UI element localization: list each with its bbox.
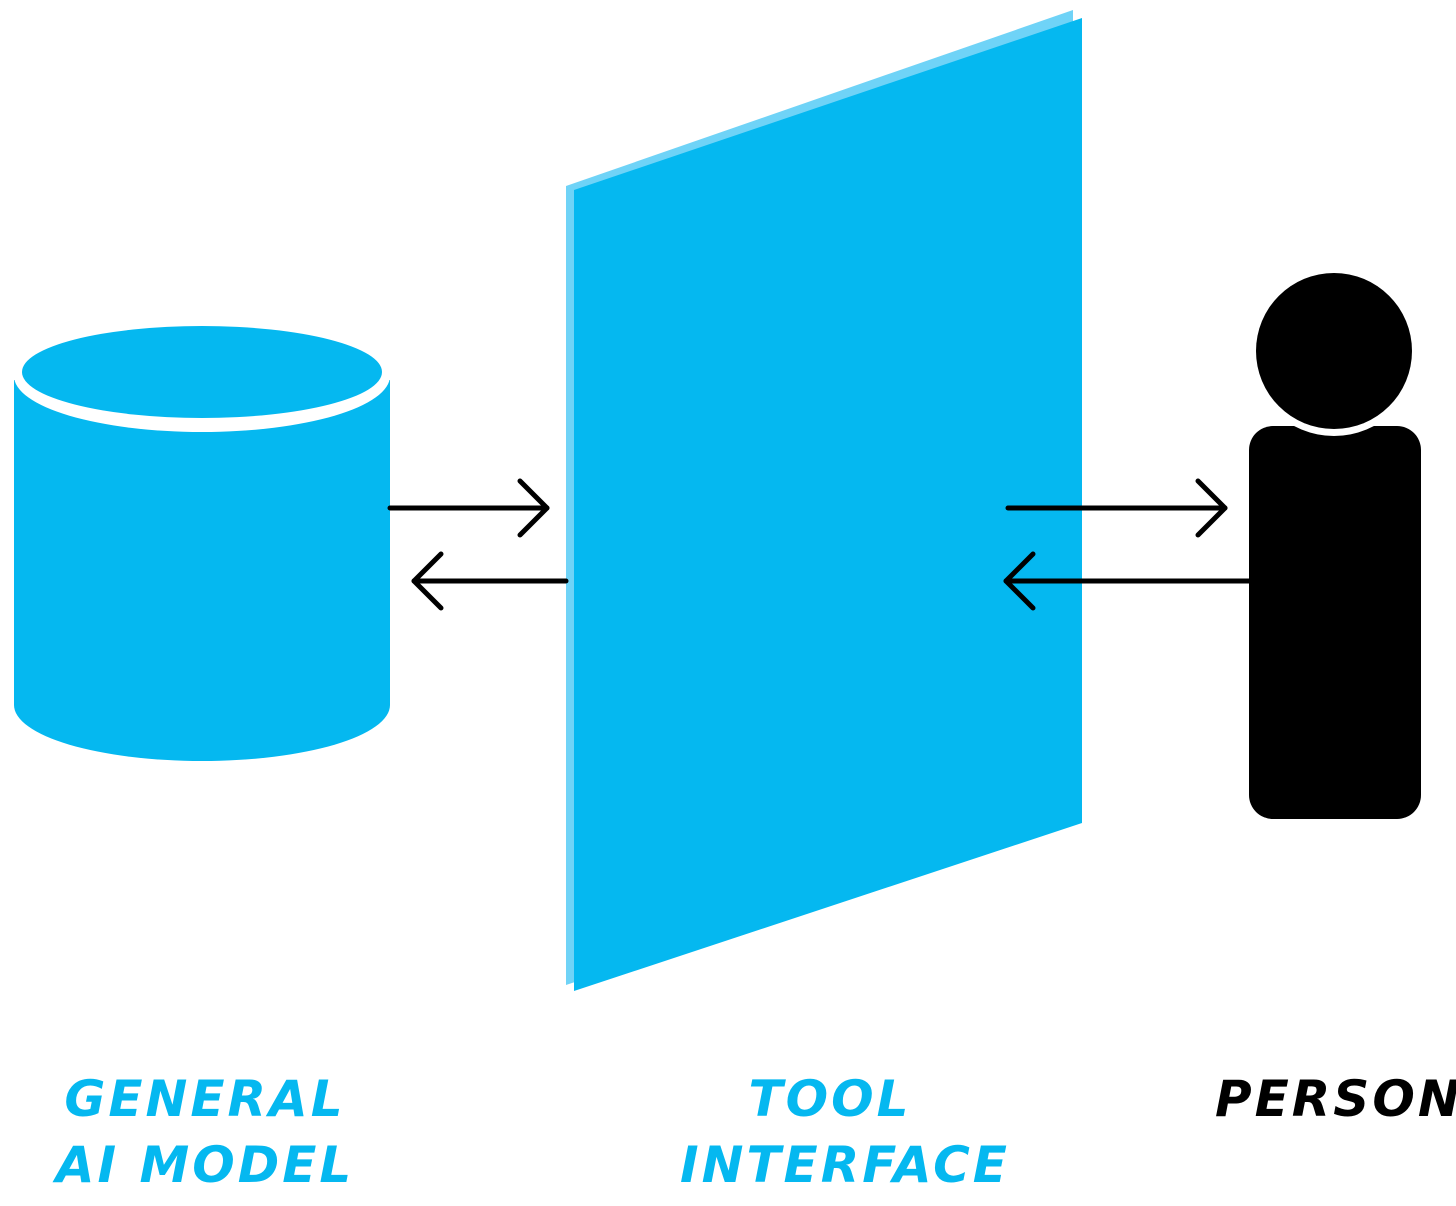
label-general-ai-model: GENERAL AI MODEL	[30, 1066, 380, 1198]
person-head	[1256, 273, 1412, 429]
person-icon	[1249, 266, 1421, 819]
label-line: AI MODEL	[55, 1136, 355, 1194]
person-body	[1249, 426, 1421, 819]
label-line: PERSON	[1215, 1070, 1456, 1128]
arrow-tool-to-model	[411, 551, 569, 611]
panel-icon	[566, 10, 1082, 991]
cylinder-top	[22, 326, 382, 418]
label-line: INTERFACE	[680, 1136, 1010, 1194]
arrow-person-to-tool	[1003, 551, 1252, 611]
label-line: TOOL	[748, 1070, 912, 1128]
panel-front-sheet	[574, 18, 1082, 991]
label-person: PERSON	[1215, 1066, 1456, 1132]
label-line: GENERAL	[64, 1070, 346, 1128]
arrow-tool-to-person	[1005, 478, 1228, 538]
arrow-model-to-tool	[387, 478, 550, 538]
database-cylinder-icon	[14, 320, 390, 761]
cylinder-body	[14, 380, 390, 761]
label-tool-interface: TOOL INTERFACE	[680, 1066, 1010, 1198]
